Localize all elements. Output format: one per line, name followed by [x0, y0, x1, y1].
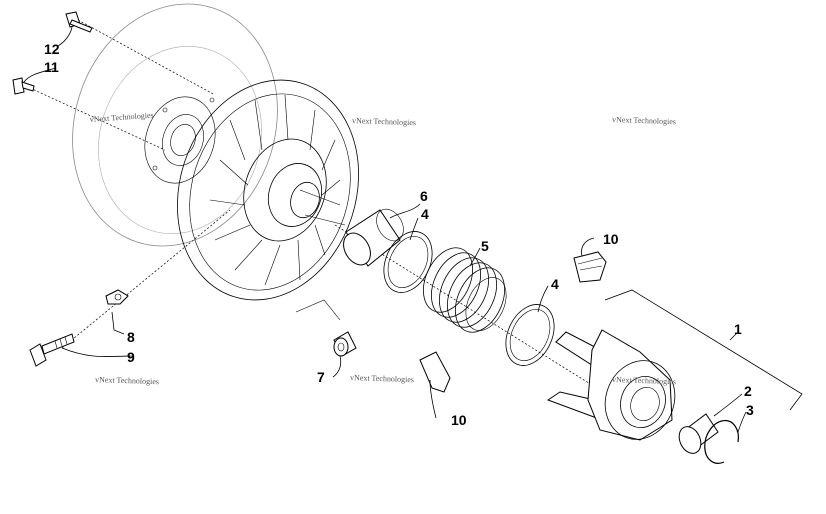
watermark-text: vNext Technologies: [612, 115, 676, 126]
bolt-part-11: [12, 77, 35, 95]
bushing-part-6: [343, 208, 404, 267]
shoe-part-10-lower: [419, 351, 451, 393]
callouts: 12 11 6 4 5 10 4 1 8 9 7 2 3 10: [44, 41, 754, 428]
washer-part-4b: [505, 304, 555, 366]
callout-12: 12: [44, 41, 60, 57]
callout-10-upper: 10: [603, 231, 619, 247]
leader-lines: [23, 25, 747, 433]
callout-11: 11: [44, 59, 59, 75]
callout-2: 2: [744, 383, 752, 399]
watermark-text: vNext Technologies: [90, 111, 154, 124]
bushing-part-2: [678, 413, 719, 454]
snap-ring-part-3: [704, 419, 739, 464]
clip-part-8: [105, 289, 129, 305]
callout-8: 8: [127, 329, 135, 345]
drive-sheave: [72, 3, 278, 247]
callout-4-upper: 4: [421, 206, 429, 222]
callout-5: 5: [481, 238, 489, 254]
watermark-text: vNext Technologies: [352, 116, 416, 127]
callout-1: 1: [734, 321, 742, 337]
watermarks: vNext Technologies vNext Technologies vN…: [90, 111, 677, 387]
callout-7: 7: [317, 369, 325, 385]
movable-sheave: [177, 79, 359, 301]
callout-9: 9: [127, 349, 135, 365]
cam-part-1: [546, 329, 676, 441]
shoe-part-10-upper: [573, 251, 607, 283]
callout-4-lower: 4: [551, 276, 559, 292]
callout-3: 3: [746, 402, 754, 418]
bolt-part-9: [29, 333, 75, 367]
callout-10-lower: 10: [451, 412, 467, 428]
assembly-bracket: [604, 289, 803, 411]
bushing-part-7: [333, 331, 357, 357]
watermark-text: vNext Technologies: [95, 375, 159, 386]
watermark-text: vNext Technologies: [612, 375, 676, 386]
spring-part-5: [423, 247, 507, 333]
watermark-text: vNext Technologies: [350, 373, 414, 384]
screw-part-12: [65, 11, 93, 33]
callout-6: 6: [420, 188, 428, 204]
